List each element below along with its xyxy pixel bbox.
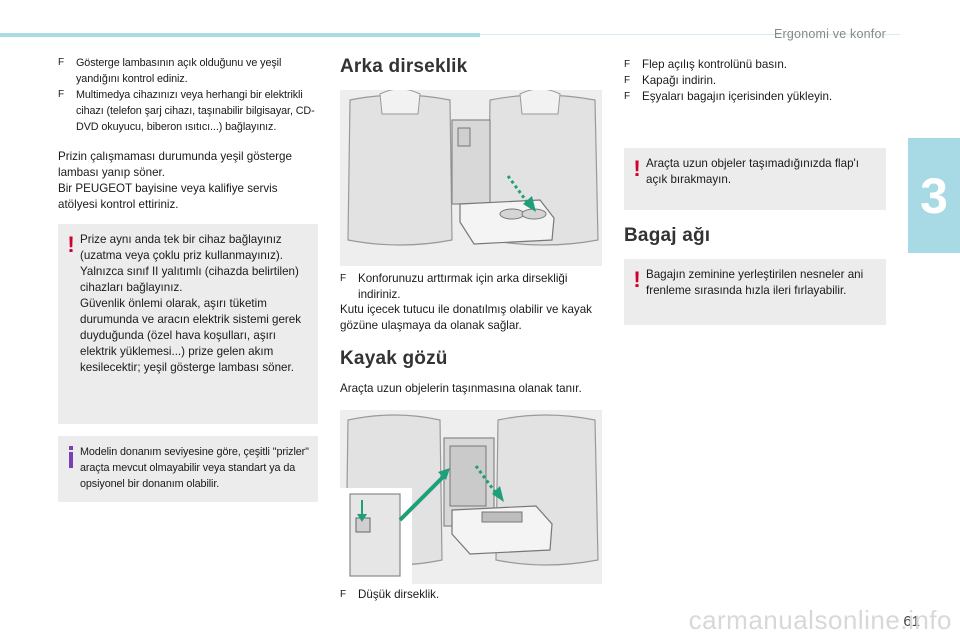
bullet-icon: F [340, 589, 347, 600]
warning-icon: ! [67, 232, 75, 257]
armrest-step-list: F Konforunuzu arttırmak için arka dirsekl… [340, 271, 602, 303]
list-item: F Multimedya cihazınızı veya herhangi bir… [58, 87, 320, 135]
warning-box: ! Araçta uzun objeler taşımadığınızda fl… [624, 148, 886, 210]
heading-ski-hatch: Kayak gözü [340, 348, 448, 369]
bullet-icon: F [624, 91, 631, 102]
header-accent-bar [0, 33, 480, 37]
warning-box: ! Prize aynı anda tek bir cihaz bağlayın… [58, 224, 318, 424]
list-item-text: Konforunuzu arttırmak için arka dirsekli… [358, 272, 568, 301]
watermark: carmanualsonline.info [688, 605, 952, 635]
list-item-text: Düşük dirseklik. [358, 588, 440, 601]
paragraph-line: Bir PEUGEOT bayisine veya kalifiye servi… [58, 182, 278, 211]
heading-rear-armrest: Arka dirseklik [340, 56, 468, 77]
armrest-illustration [340, 90, 602, 266]
warning-text: Prize aynı anda tek bir cihaz bağlayınız… [80, 233, 283, 262]
list-item-text: Gösterge lambasının açık olduğunu ve yeş… [76, 57, 282, 85]
list-item: F Gösterge lambasının açık olduğunu ve ye… [58, 55, 320, 87]
bullet-icon: F [58, 89, 65, 100]
list-item: F Eşyaları bagajın içerisinden yükleyin. [624, 89, 886, 105]
armrest-drawing [340, 90, 602, 266]
bullet-icon: F [624, 59, 631, 70]
armrest-paragraph: Kutu içecek tutucu ile donatılmış olabil… [340, 303, 592, 332]
warning-icon: ! [633, 267, 641, 292]
warning-icon: ! [633, 156, 641, 181]
hatch-step-list: F Flep açılış kontrolünü basın. F Kapağı i… [624, 57, 886, 105]
section-title: Ergonomi ve konfor [774, 27, 886, 41]
list-item-text: Multimedya cihazınızı veya herhangi bir … [76, 89, 315, 133]
bullet-icon: F [624, 75, 631, 86]
list-item-text: Kapağı indirin. [642, 74, 717, 87]
ski-hatch-illustration [340, 410, 602, 584]
chapter-tab: 3 [908, 138, 960, 253]
info-icon [66, 446, 76, 470]
warning-text: Araçta uzun objeler taşımadığınızda flap… [646, 157, 859, 186]
warning-text: Bagajın zeminine yerleştirilen nesneler … [646, 268, 864, 297]
heading-luggage-net: Bagaj ağı [624, 225, 711, 246]
header-divider [480, 34, 900, 35]
page-number: 61 [903, 613, 920, 630]
chapter-number: 3 [920, 167, 948, 224]
list-item-text: Flep açılış kontrolünü basın. [642, 58, 788, 71]
status-paragraph: Prizin çalışmaması durumunda yeşil göste… [58, 149, 318, 213]
bullet-icon: F [58, 57, 65, 68]
warning-text: Güvenlik önlemi olarak, aşırı tüketim du… [80, 297, 302, 374]
list-item: F Düşük dirseklik. [340, 587, 602, 603]
ski-hatch-step-list: F Düşük dirseklik. [340, 587, 602, 603]
ski-hatch-intro: Araçta uzun objelerin taşınmasına olanak… [340, 382, 582, 395]
warning-text: Yalnızca sınıf II yalıtımlı (cihazda bel… [80, 265, 299, 294]
info-box: Modelin donanım seviyesine göre, çeşitli… [58, 436, 318, 502]
step-list: F Gösterge lambasının açık olduğunu ve ye… [58, 55, 320, 135]
ski-hatch-drawing [340, 410, 602, 584]
paragraph-line: Prizin çalışmaması durumunda yeşil göste… [58, 150, 292, 179]
info-text: Modelin donanım seviyesine göre, çeşitli… [80, 446, 309, 490]
warning-box: ! Bagajın zeminine yerleştirilen nesnele… [624, 259, 886, 325]
list-item: F Flep açılış kontrolünü basın. [624, 57, 886, 73]
list-item-text: Eşyaları bagajın içerisinden yükleyin. [642, 90, 833, 103]
list-item: F Konforunuzu arttırmak için arka dirsekl… [340, 271, 602, 303]
bullet-icon: F [340, 273, 347, 284]
list-item: F Kapağı indirin. [624, 73, 886, 89]
